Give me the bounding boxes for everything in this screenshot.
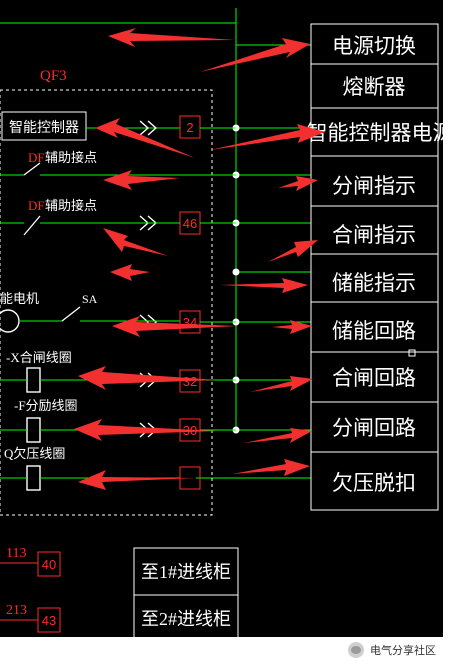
- label-undervoltage-trip: 欠压脱扣: [332, 472, 416, 495]
- arrow-aux1-icon: [103, 170, 180, 190]
- arrow-top-left-icon: [108, 28, 235, 47]
- motor-label: 能电机: [0, 291, 39, 306]
- bottom-margin: [0, 637, 453, 671]
- right-label-boxes: [310, 23, 439, 511]
- right-labels: 电源切换 熔断器 智能控制器电源 分闸指示 合闸指示 储能指示 储能回路 合闸回…: [307, 35, 453, 495]
- label-open-indicator: 分闸指示: [332, 175, 416, 198]
- label-close-indicator: 合闸指示: [332, 224, 416, 247]
- arrow-undervoltage-trip-icon: [232, 459, 310, 476]
- aux-contact-2: [23, 215, 41, 236]
- switch-label: SA: [82, 292, 98, 306]
- marker: [408, 349, 416, 357]
- wire-213: 213: [6, 603, 27, 618]
- arrow-open-circuit-icon: [244, 428, 312, 443]
- arrow-shunt-coil-icon: [74, 419, 218, 441]
- arrow-aux2-icon: [103, 228, 168, 256]
- watermark: 电气分享社区: [348, 640, 448, 660]
- right-margin: [443, 0, 453, 671]
- arrow-controller-power-icon: [210, 124, 325, 150]
- controller-label: 智能控制器: [9, 120, 79, 136]
- shunt-coil-label: -F分励线圈: [14, 398, 78, 413]
- wire-113: 113: [6, 546, 26, 561]
- arrow-open-indicator-icon: [278, 176, 318, 191]
- terminal-box-43: [37, 607, 61, 633]
- controller-box: [1, 111, 87, 141]
- label-controller-power: 智能控制器电源: [307, 122, 453, 145]
- undervoltage-coil-label: Q欠压线圈: [4, 446, 65, 461]
- terminal-40: 40: [42, 557, 56, 572]
- terminal-32: 32: [183, 374, 197, 389]
- wechat-logo-icon: [348, 642, 364, 658]
- cabinet-label-2: 至2#进线柜: [141, 609, 231, 629]
- arrow-charge-indicator-icon: [220, 278, 308, 293]
- aux1-label: 辅助接点: [45, 150, 97, 165]
- terminal-box-40: [37, 551, 61, 577]
- arrow-close-indicator-icon: [268, 240, 318, 262]
- qf3-label: QF3: [40, 68, 67, 84]
- arrow-charge-terminal-icon: [112, 316, 238, 337]
- label-charge-indicator: 储能指示: [332, 272, 416, 295]
- junction-dots: [232, 124, 240, 434]
- arrow-undervoltage-coil-icon: [78, 470, 196, 490]
- cabinet-box: [133, 547, 239, 645]
- aux2-label: 辅助接点: [45, 198, 97, 213]
- terminal-2: 2: [186, 120, 193, 135]
- terminal-46: 46: [183, 216, 197, 231]
- label-charge-circuit: 储能回路: [332, 320, 416, 343]
- aux1-tag: DF: [28, 150, 45, 165]
- arrow-motor-icon: [110, 264, 150, 281]
- aux2-tag: DF: [28, 198, 45, 213]
- aux-contact-1: [23, 162, 41, 176]
- arrow-controller-icon: [95, 118, 195, 158]
- terminal-43: 43: [42, 613, 56, 628]
- arrow-charge-circuit-icon: [272, 320, 312, 334]
- arrow-close-circuit-icon: [250, 376, 313, 392]
- red-arrows: [74, 28, 325, 490]
- watermark-text: 电气分享社区: [370, 644, 436, 657]
- switch-sa: [61, 306, 81, 322]
- label-close-circuit: 合闸回路: [332, 367, 416, 390]
- closing-coil-label: -X合闸线圈: [6, 350, 72, 365]
- label-fuse: 熔断器: [343, 76, 406, 99]
- arrow-power-switch-icon: [200, 38, 310, 72]
- label-open-circuit: 分闸回路: [332, 417, 416, 440]
- label-power-switch: 电源切换: [332, 35, 416, 58]
- cabinet-label-1: 至1#进线柜: [141, 562, 231, 582]
- arrow-closing-coil-icon: [78, 366, 218, 390]
